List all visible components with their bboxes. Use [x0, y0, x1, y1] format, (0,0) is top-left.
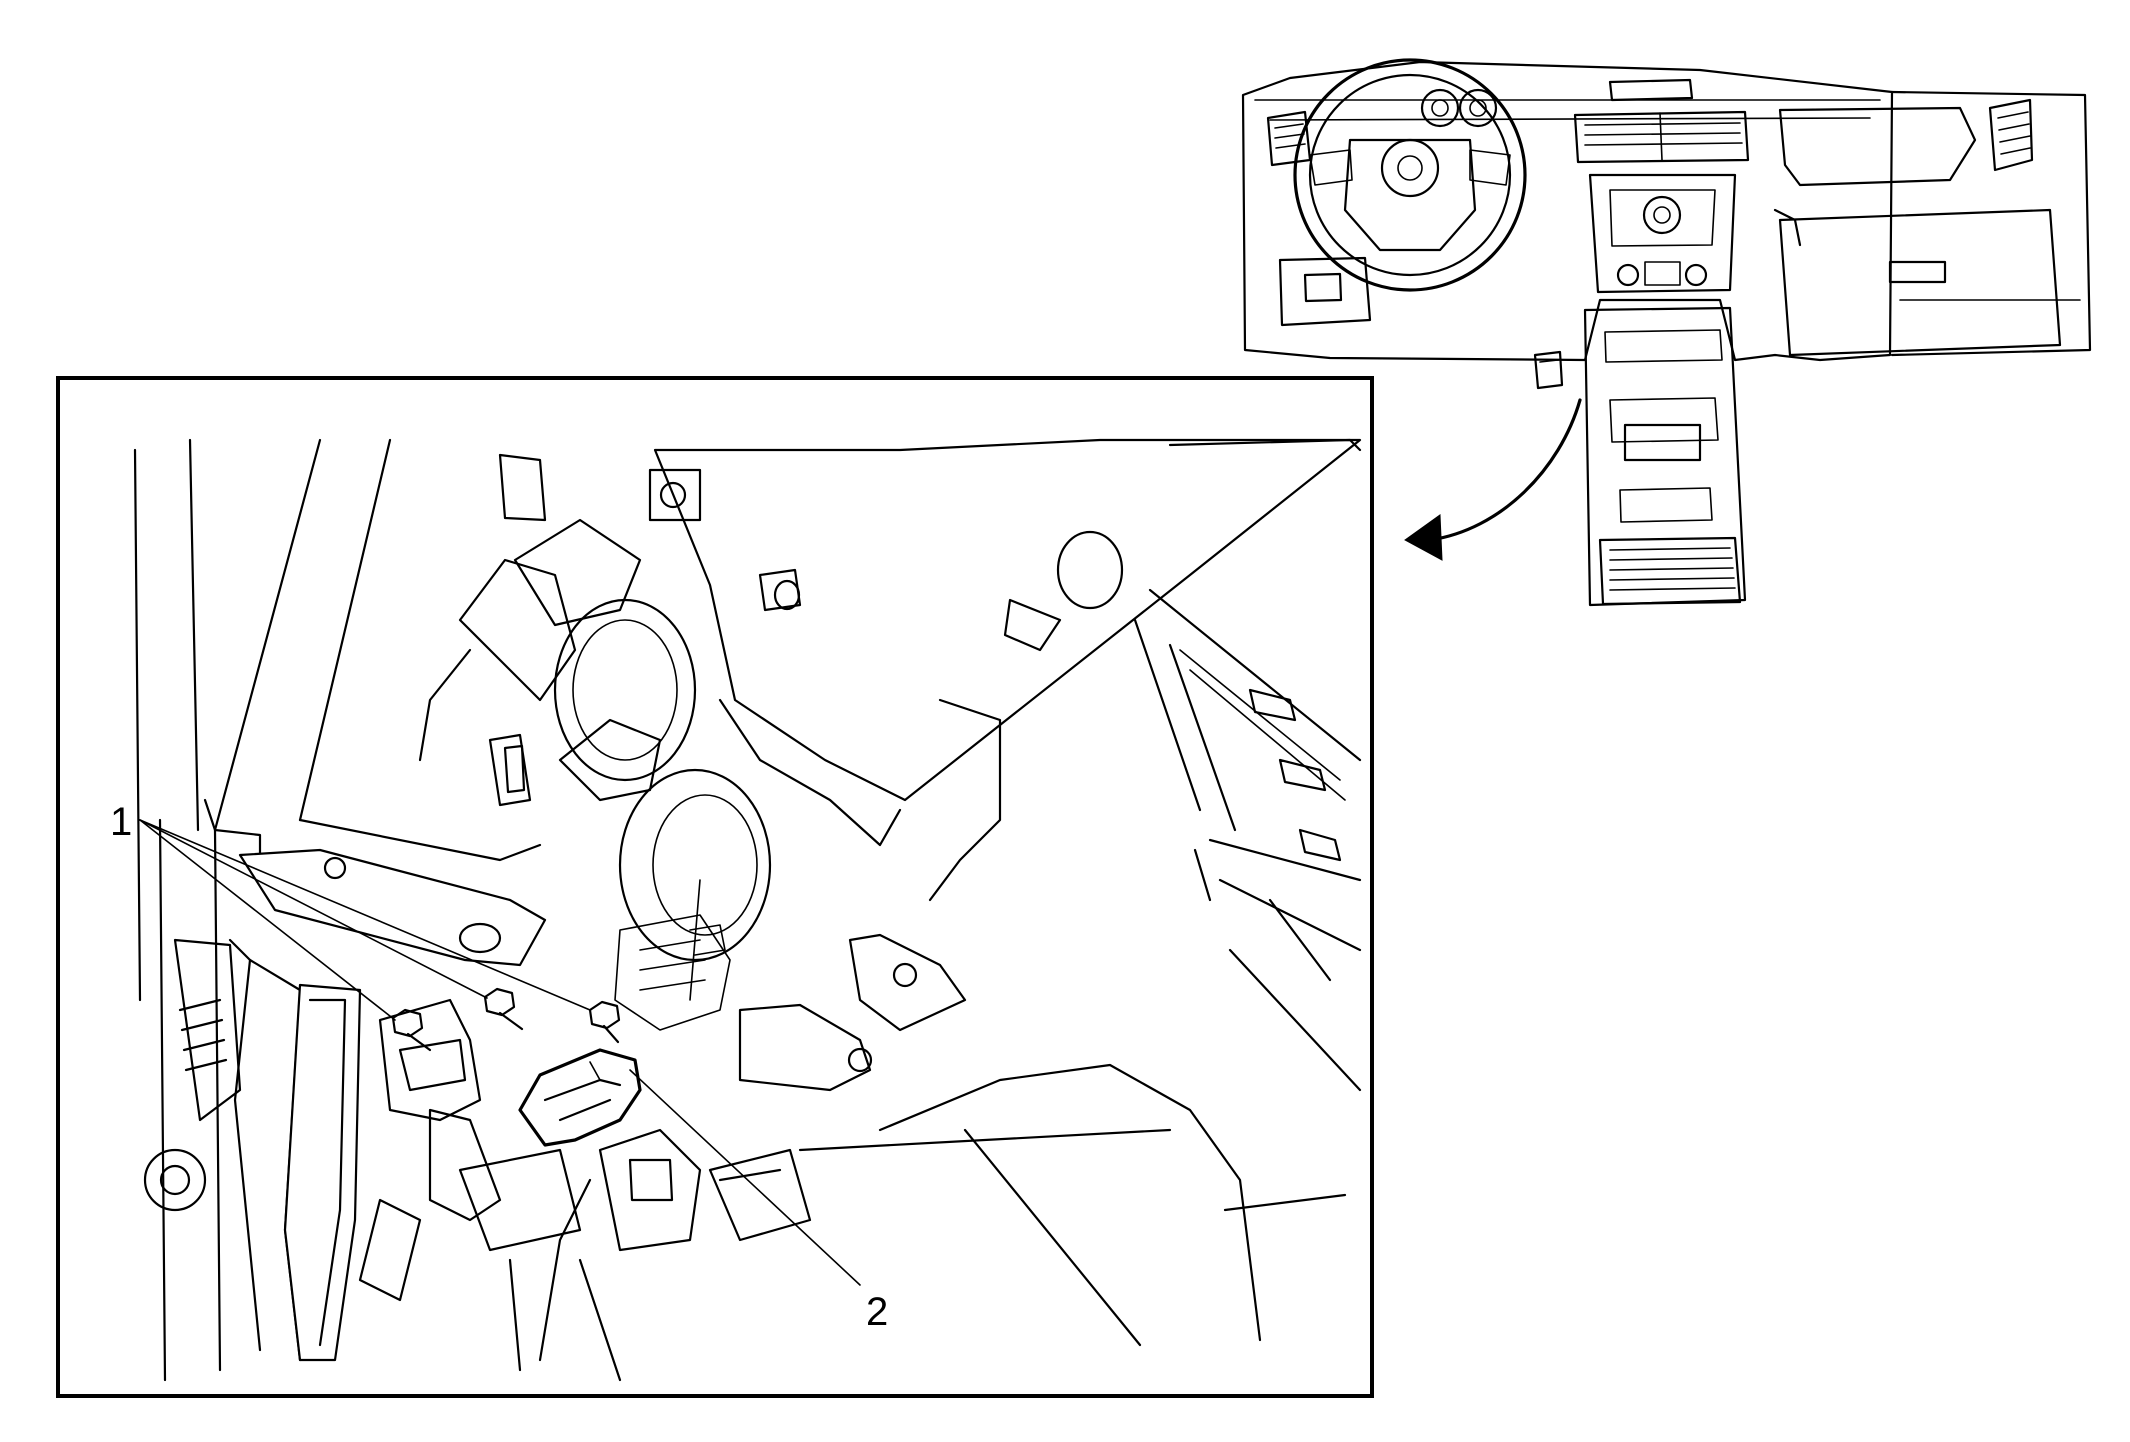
callout-2-label: 2 — [866, 1290, 888, 1334]
callout-1-bolts: 1 — [110, 800, 621, 1052]
callout-1-label: 1 — [110, 800, 132, 844]
detail-view-frame — [56, 376, 1374, 1398]
dashboard-overview-inset — [1241, 58, 2092, 607]
detail-view-illustration — [133, 438, 1362, 1382]
callout-2-component: 2 — [518, 1048, 888, 1334]
